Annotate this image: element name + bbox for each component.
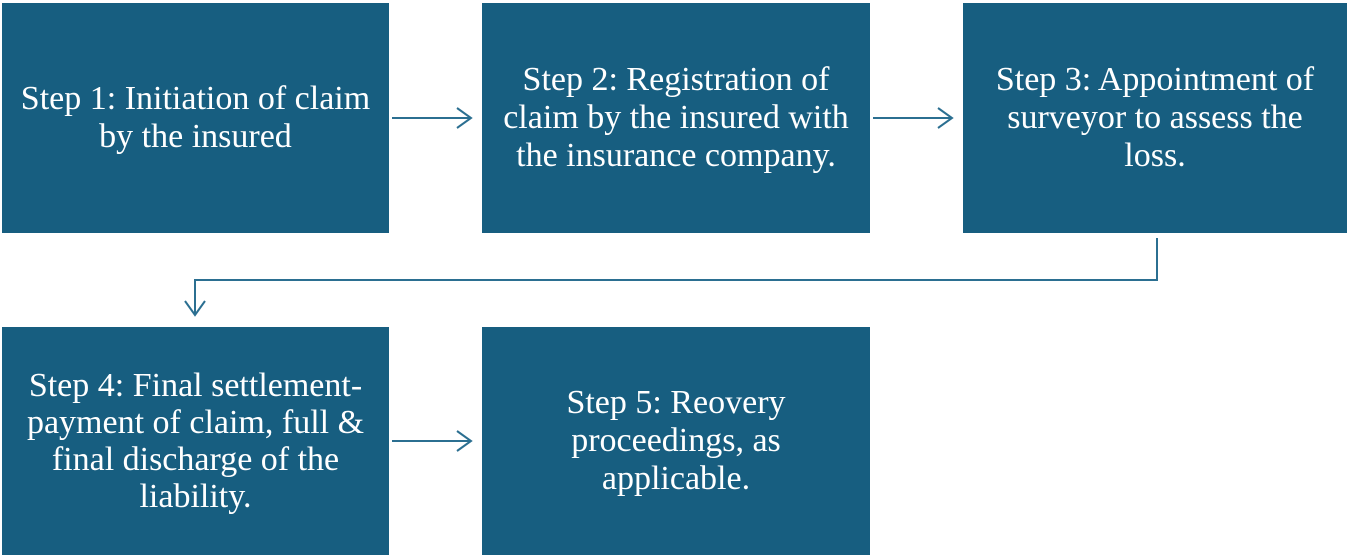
step-3-box: Step 3: Appointment of surveyor to asses…: [963, 3, 1347, 233]
step-4-label: Step 4: Final settlement-payment of clai…: [26, 367, 365, 515]
arrow-step1-to-step2: [392, 107, 473, 129]
arrow-step3-to-step4: [184, 238, 1158, 317]
step-5-label: Step 5: Reovery proceedings, as applicab…: [566, 384, 786, 497]
arrow-step4-to-step5: [392, 430, 473, 452]
step-2-label: Step 2: Registration of claim by the ins…: [503, 61, 849, 174]
step-1-box: Step 1: Initiation of claim by the insur…: [2, 3, 389, 233]
step-1-label: Step 1: Initiation of claim by the insur…: [20, 80, 371, 155]
arrow-step2-to-step3: [873, 107, 954, 129]
step-3-label: Step 3: Appointment of surveyor to asses…: [995, 61, 1315, 174]
step-2-box: Step 2: Registration of claim by the ins…: [482, 3, 870, 233]
step-4-box: Step 4: Final settlement-payment of clai…: [2, 327, 389, 555]
step-5-box: Step 5: Reovery proceedings, as applicab…: [482, 327, 870, 555]
